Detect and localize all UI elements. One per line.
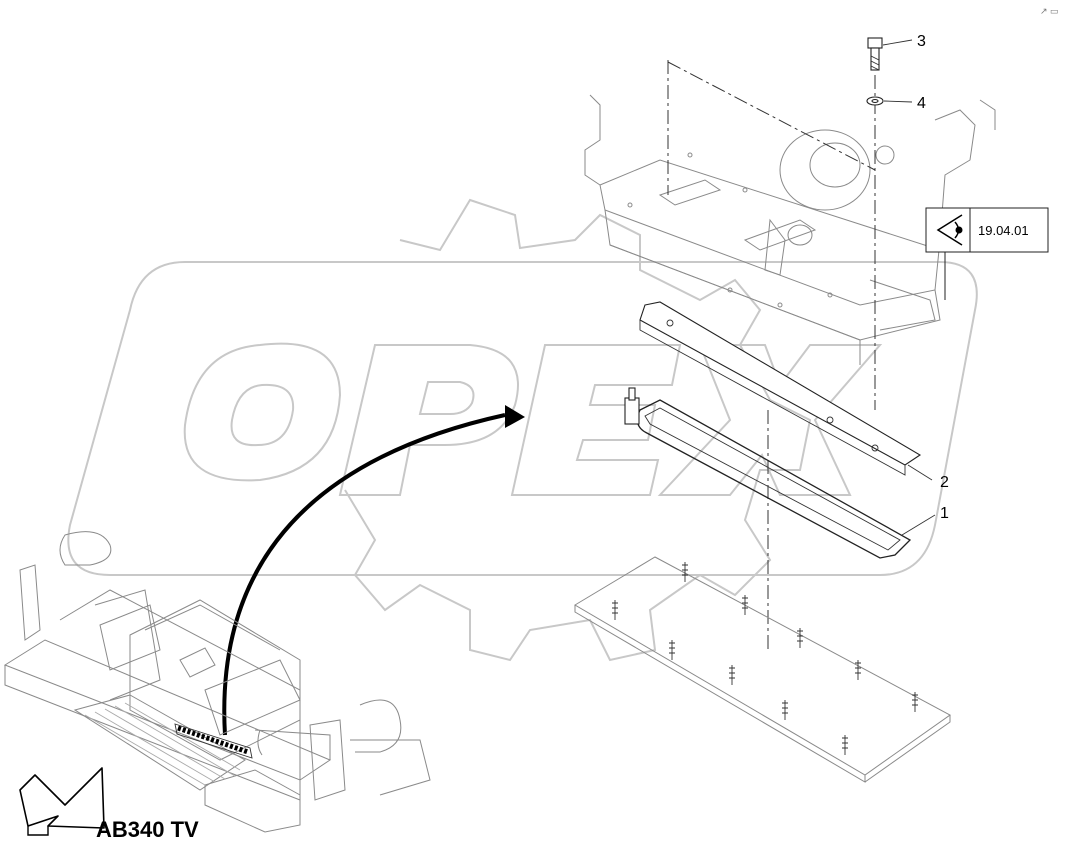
corner-mark: ↗ ▭ [1040,6,1059,16]
watermark-banner-outline [67,261,978,576]
stud-bolts [612,562,918,755]
watermark-letter-p [338,344,519,496]
reference-view-box[interactable]: 19.04.01 [925,207,1049,300]
leader-callout-2 [907,464,933,481]
cover-plate-part [639,301,922,476]
leader-callout-1 [901,514,936,536]
washer-part [866,96,884,106]
callout-4: 4 [917,95,926,112]
eye-view-icon [936,214,963,246]
leader-callout-4 [883,100,913,103]
watermark-letter-o [183,342,342,482]
heating-element-part [624,387,912,559]
reference-label: 19.04.01 [978,223,1029,238]
watermark [67,198,978,662]
detail-pointer-arrow [222,405,525,736]
leader-callout-3 [882,39,913,46]
bolt-part [867,37,883,71]
callout-3: 3 [917,33,926,50]
callout-1: 1 [940,505,949,522]
assembly-line-diagonal [667,61,876,171]
watermark-letter-e [510,344,682,496]
callout-2: 2 [940,474,949,491]
paver-machine-overview [3,531,431,833]
base-plate [574,556,951,783]
direction-arrow-icon [19,767,105,836]
model-label: AB340 TV [96,817,199,842]
watermark-gear-outline [344,198,812,662]
upper-frame-assembly [584,94,996,365]
